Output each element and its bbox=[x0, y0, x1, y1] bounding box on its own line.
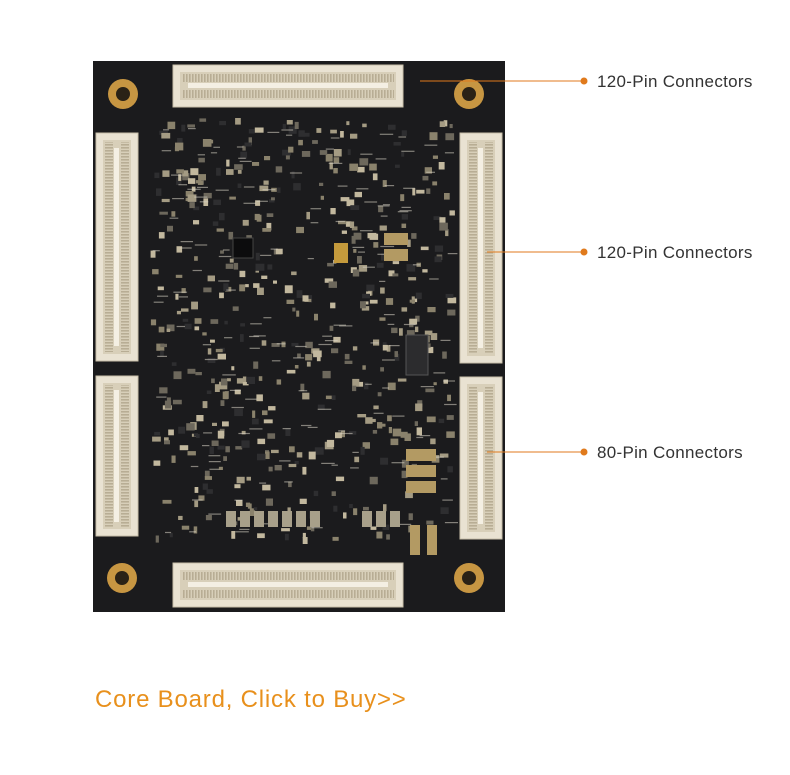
connector-left-lower bbox=[95, 375, 139, 537]
buy-core-board-link[interactable]: Core Board, Click to Buy>> bbox=[95, 686, 407, 713]
callout-label-right-upper-connector: 120-Pin Connectors bbox=[597, 243, 753, 262]
connector-left-upper bbox=[95, 132, 139, 362]
smd-components bbox=[150, 118, 458, 544]
connector-right-upper bbox=[459, 132, 503, 364]
callout-label-right-lower-connector: 80-Pin Connectors bbox=[597, 443, 743, 462]
large-components bbox=[226, 233, 437, 555]
callout-label-top-connector: 120-Pin Connectors bbox=[597, 72, 753, 91]
callout-dots bbox=[580, 77, 588, 456]
connector-right-lower bbox=[459, 376, 503, 540]
mounting-holes bbox=[107, 79, 484, 593]
connector-top bbox=[172, 64, 404, 108]
callout-lines bbox=[420, 80, 584, 453]
connector-bottom bbox=[172, 562, 404, 608]
